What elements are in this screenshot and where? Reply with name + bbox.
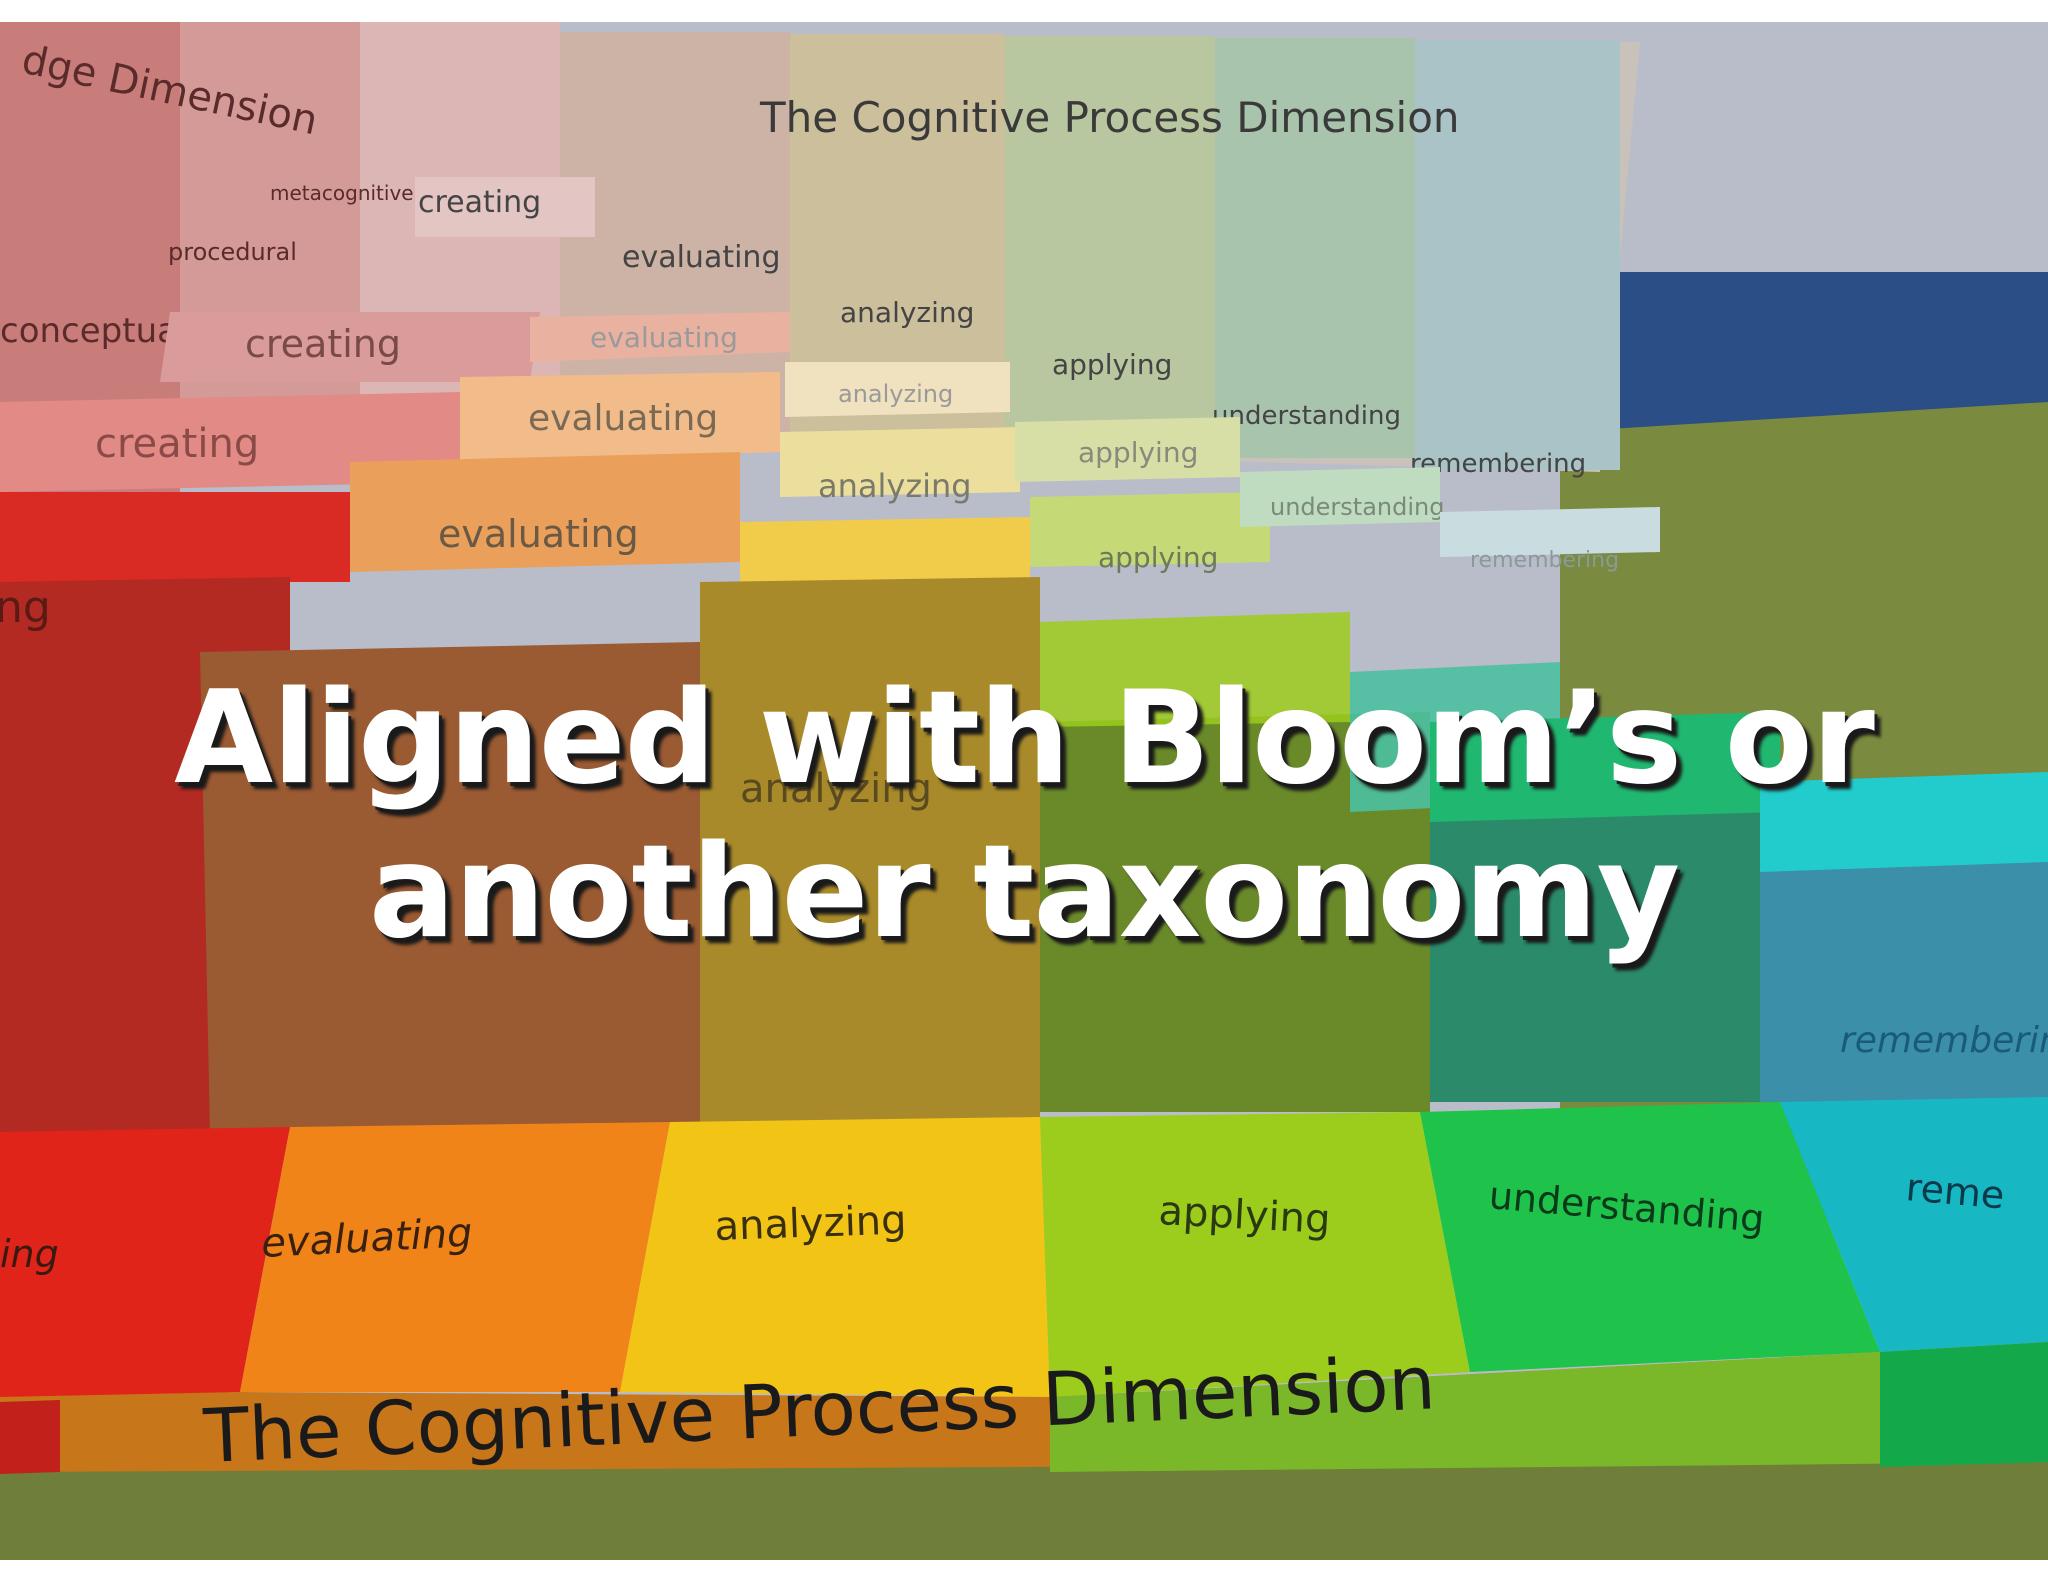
step-label-applying-4: applying [1098,541,1218,574]
step-label-analyzing-top: analyzing [840,296,974,329]
step-label-remembering-4: remembering [1470,548,1619,573]
step-label-creating-2: creating [245,322,401,366]
front-label-remembering: reme [1904,1165,2006,1217]
step-label-applying-3: applying [1078,436,1198,469]
knowledge-level-procedural: procedural [168,238,297,266]
back-wall-title: The Cognitive Process Dimension [759,93,1460,142]
knowledge-level-conceptual: conceptual [0,311,187,351]
step-label-creating-top: creating [418,185,541,220]
front-label-applying: applying [1157,1188,1331,1243]
step-label-remembering-6: remembering [1840,1020,2048,1061]
step-label-evaluating-3: evaluating [528,398,718,439]
front-label-analyzing: analyzing [714,1197,908,1250]
step-label-analyzing-5: analyzing [740,766,932,812]
staircase-photo: The Cognitive Process Dimension dge Dime… [0,22,2048,1560]
step-label-understanding-4: understanding [1270,493,1444,521]
headline-line-1: Aligned with Bloom’s or [174,664,1875,813]
step-label-understanding-top: understanding [1212,401,1401,431]
slide-headline: Aligned with Bloom’s or another taxonomy [0,662,2048,970]
step-label-creating-3: creating [95,421,259,467]
step-label-analyzing-3: analyzing [818,467,972,505]
front-label-evaluating: evaluating [260,1210,473,1267]
step-label-applying-top: applying [1052,348,1172,381]
front-label-creating: ing [0,1232,59,1276]
step-label-evaluating-4: evaluating [438,512,639,556]
bloom-staircase-scene: The Cognitive Process Dimension dge Dime… [0,22,2048,1560]
knowledge-level-metacognitive: metacognitive [270,181,414,205]
step-label-analyzing-2: analyzing [838,380,953,408]
headline-line-2: another taxonomy [368,818,1680,967]
side-label: ng [0,582,51,633]
step-label-evaluating-2: evaluating [590,321,738,354]
step-label-evaluating-top: evaluating [622,240,780,275]
